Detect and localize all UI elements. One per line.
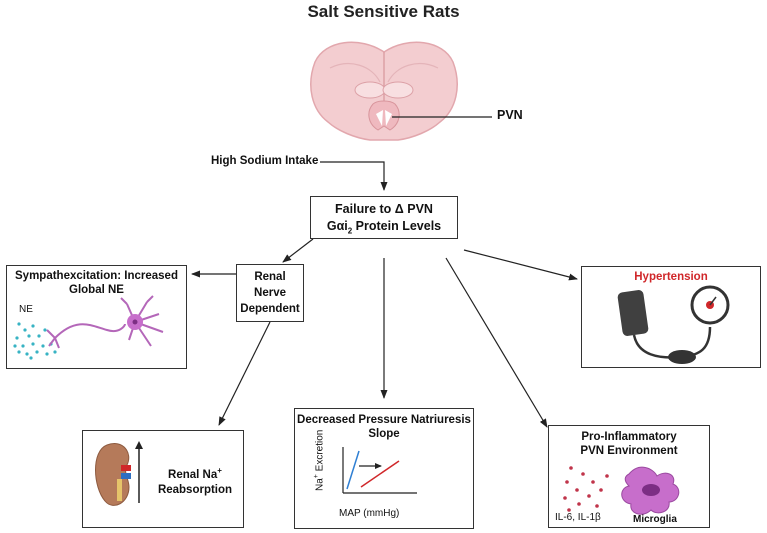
diagram-title: Salt Sensitive Rats bbox=[307, 2, 460, 21]
renal-na-line1: Renal Na+ bbox=[168, 466, 222, 481]
natriuresis-mini-plot bbox=[342, 447, 417, 494]
microglia-label: Microglia bbox=[633, 514, 677, 525]
natriuresis-y-label: Na+ Excretion bbox=[313, 429, 326, 491]
renal-nerve-dependent-box: Renal Nerve Dependent bbox=[236, 264, 304, 322]
renal-na-reabsorption-box: Renal Na+ Reabsorption bbox=[82, 430, 244, 528]
failure-pvn-box: Failure to Δ PVN Gαi2 Protein Levels bbox=[310, 196, 458, 239]
kidney-icon bbox=[95, 441, 143, 506]
high-sodium-intake-label: High Sodium Intake bbox=[211, 155, 319, 167]
hypertension-label: Hypertension bbox=[634, 271, 708, 283]
natriuresis-line1: Decreased Pressure Natriuresis bbox=[297, 414, 471, 426]
ne-label: NE bbox=[19, 304, 33, 315]
sympathexcitation-box: Sympathexcitation: Increased Global NE N… bbox=[6, 265, 187, 369]
normal-slope-line bbox=[346, 450, 360, 490]
inflammatory-line1: Pro-Inflammatory bbox=[581, 431, 677, 443]
neuron-releasing-norepinephrine-icon bbox=[13, 295, 164, 360]
failure-box-line1: Failure to Δ PVN bbox=[335, 202, 433, 216]
renal-nerve-line3: Dependent bbox=[240, 303, 300, 315]
microglia-cell-icon bbox=[563, 466, 680, 515]
blood-pressure-cuff-icon bbox=[617, 285, 730, 364]
pressure-natriuresis-box: Decreased Pressure Natriuresis Slope Na+… bbox=[294, 408, 474, 529]
renal-na-line2: Reabsorption bbox=[157, 483, 233, 496]
rat-brain-coronal-section-icon bbox=[310, 41, 458, 141]
failure-box-line2: Gαi2 Protein Levels bbox=[326, 219, 442, 236]
hypertension-box: Hypertension bbox=[581, 266, 761, 368]
natriuresis-x-label: MAP (mmHg) bbox=[339, 508, 400, 519]
shifted-slope-line bbox=[360, 460, 400, 488]
renal-nerve-line2: Nerve bbox=[254, 287, 286, 299]
pvn-label: PVN bbox=[497, 108, 523, 122]
sympath-line2: Global NE bbox=[69, 284, 124, 296]
cytokine-label: IL-6, IL-1β bbox=[555, 512, 601, 523]
pro-inflammatory-box: Pro-Inflammatory PVN Environment IL-6, I… bbox=[548, 425, 710, 528]
inflammatory-line2: PVN Environment bbox=[580, 445, 678, 457]
sympath-line1: Sympathexcitation: Increased bbox=[15, 270, 178, 282]
natriuresis-line2: Slope bbox=[368, 428, 400, 440]
renal-nerve-line1: Renal bbox=[254, 271, 286, 283]
